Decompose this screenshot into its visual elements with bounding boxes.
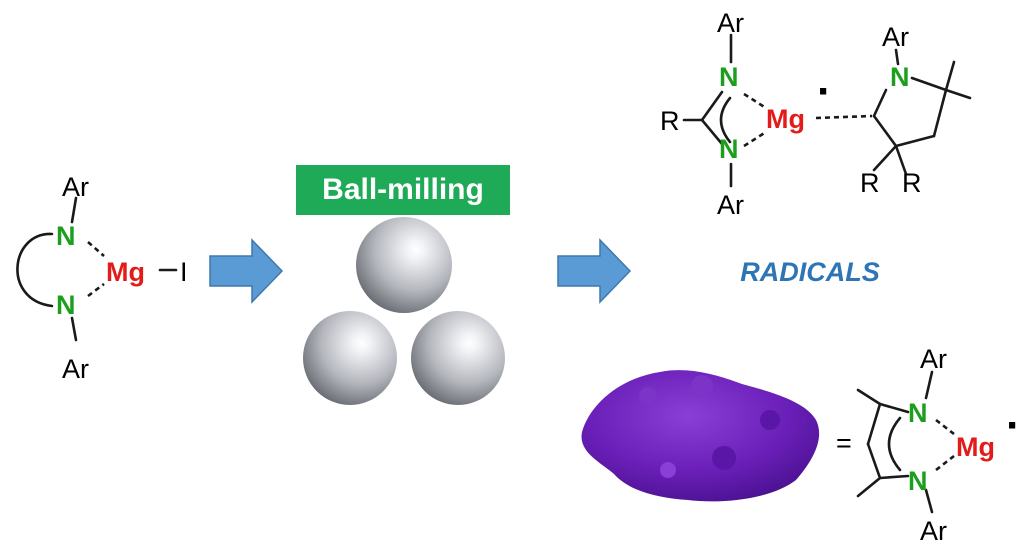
bond [872, 144, 898, 172]
bond [70, 196, 78, 224]
aryl-label: Ar [882, 22, 909, 52]
powder-grain [660, 462, 676, 478]
bond [856, 388, 882, 406]
aryl-label: Ar [62, 354, 89, 384]
equals-sign: = [836, 428, 852, 458]
iodine-label: I [180, 257, 188, 287]
bond [924, 488, 934, 514]
nitrogen-label: N [908, 466, 928, 496]
reaction-arrow-icon [557, 238, 632, 304]
bond [700, 118, 724, 146]
radical-dot: · [1006, 401, 1021, 450]
nitrogen-label: N [719, 134, 739, 164]
bond [872, 114, 898, 148]
aryl-label: Ar [920, 344, 947, 374]
bond [878, 474, 910, 480]
bond [910, 76, 948, 92]
reactant-molecule: Ar N Mg I N Ar [16, 172, 188, 384]
bond [878, 402, 910, 414]
radical-dot: · [817, 67, 832, 116]
product-radical-caac: Ar N R Mg · N Ar Ar N R R [660, 8, 972, 220]
powder-grain [760, 410, 780, 430]
bond [932, 88, 948, 138]
magnesium-label: Mg [956, 432, 995, 462]
carbene-contact [815, 114, 873, 120]
nitrogen-label: N [908, 398, 928, 428]
nitrogen-label: N [890, 62, 910, 92]
magnesium-label: Mg [106, 257, 145, 287]
aryl-label: Ar [62, 172, 89, 202]
aryl-label: Ar [717, 190, 744, 220]
bond [856, 476, 882, 498]
nitrogen-label: N [56, 221, 76, 251]
dative-bond [87, 282, 105, 298]
bond [894, 48, 900, 66]
delocalized-bond [719, 96, 732, 144]
aryl-label: Ar [920, 516, 947, 546]
delocalized-bond [887, 416, 902, 472]
bond [894, 144, 908, 176]
backbone-arc [16, 232, 54, 308]
milling-ball-icon [411, 311, 505, 405]
bond [866, 402, 882, 446]
dative-bond [743, 130, 767, 148]
dative-bond [87, 241, 105, 257]
radicals-label: RADICALS [740, 256, 880, 287]
dative-bond [935, 454, 955, 472]
nitrogen-label: N [56, 290, 76, 320]
bond [894, 134, 936, 148]
alkyl-label: R [660, 106, 680, 136]
dative-bond [743, 92, 767, 110]
nitrogen-label: N [719, 62, 739, 92]
alkyl-label: R [902, 168, 922, 198]
bond [866, 442, 882, 480]
ball-milling-banner [296, 165, 510, 215]
reaction-arrow-icon [209, 238, 284, 304]
bond [872, 88, 888, 118]
milling-ball-icon [303, 311, 397, 405]
powder-grain [691, 375, 713, 397]
product-nacnac-radical: = Ar N Mg · N Ar [836, 344, 1021, 546]
alkyl-label: R [860, 168, 880, 198]
bond [924, 370, 934, 400]
aryl-label: Ar [717, 8, 744, 38]
powder-grain [712, 446, 736, 470]
bond [944, 88, 972, 100]
ball-milling-label: Ball-milling [322, 173, 484, 206]
purple-powder-icon [581, 370, 820, 502]
bond [70, 316, 78, 342]
dative-bond [935, 418, 955, 436]
powder-grain [639, 387, 657, 405]
magnesium-label: Mg [766, 104, 805, 134]
bond [700, 90, 724, 122]
milling-ball-icon [356, 217, 452, 313]
bond [944, 60, 956, 92]
